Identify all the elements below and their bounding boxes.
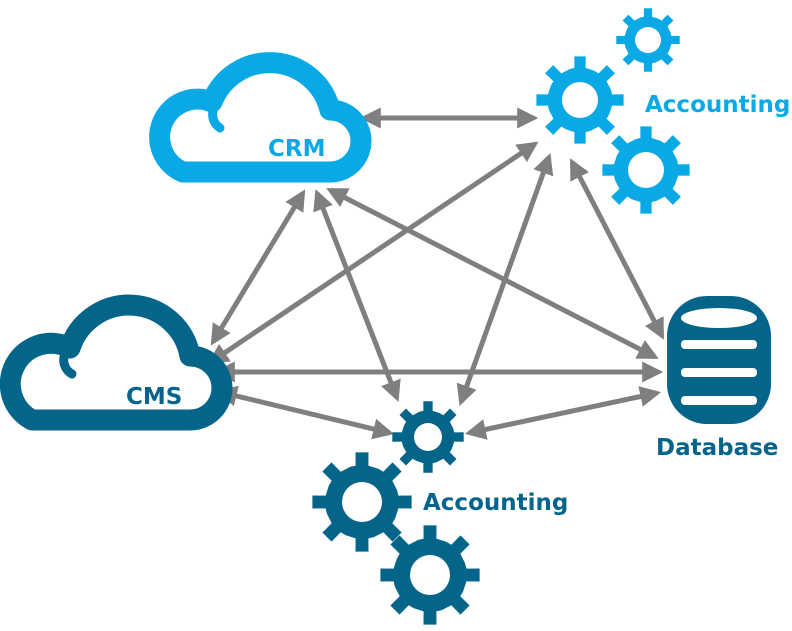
arrow-accounting-top-accounting-bottom [456,153,554,406]
arrow-crm-accounting-bottom [313,189,401,402]
connection-arrows [207,107,665,440]
arrow-accounting-top-database [569,158,665,340]
accounting-top-node: Accounting [536,8,790,214]
arrow-crm-database [326,187,659,360]
accounting-bottom-node: Accounting [312,401,568,625]
arrow-accounting-bottom-database [464,386,662,440]
arrow-cms-accounting-bottom [215,385,395,440]
gears-icon [536,8,690,214]
gear-icon [392,401,464,473]
accounting-bottom-label: Accounting [423,490,568,516]
cms-label: CMS [126,384,182,410]
crm-node: CRM [149,52,372,183]
database-label: Database [656,435,778,461]
gear-icon [536,56,624,144]
gear-icon [616,8,680,72]
database-node: Database [656,296,778,461]
cloud-icon [149,52,372,183]
crm-label: CRM [268,136,325,162]
gear-icon [380,525,480,625]
cloud-icon [0,294,233,431]
gear-icon [312,452,412,552]
cms-node: CMS [0,294,233,431]
accounting-top-label: Accounting [645,92,790,118]
database-icon [667,296,771,424]
arrow-crm-cms [210,189,306,346]
gears-icon [312,401,480,625]
gear-icon [602,126,690,214]
